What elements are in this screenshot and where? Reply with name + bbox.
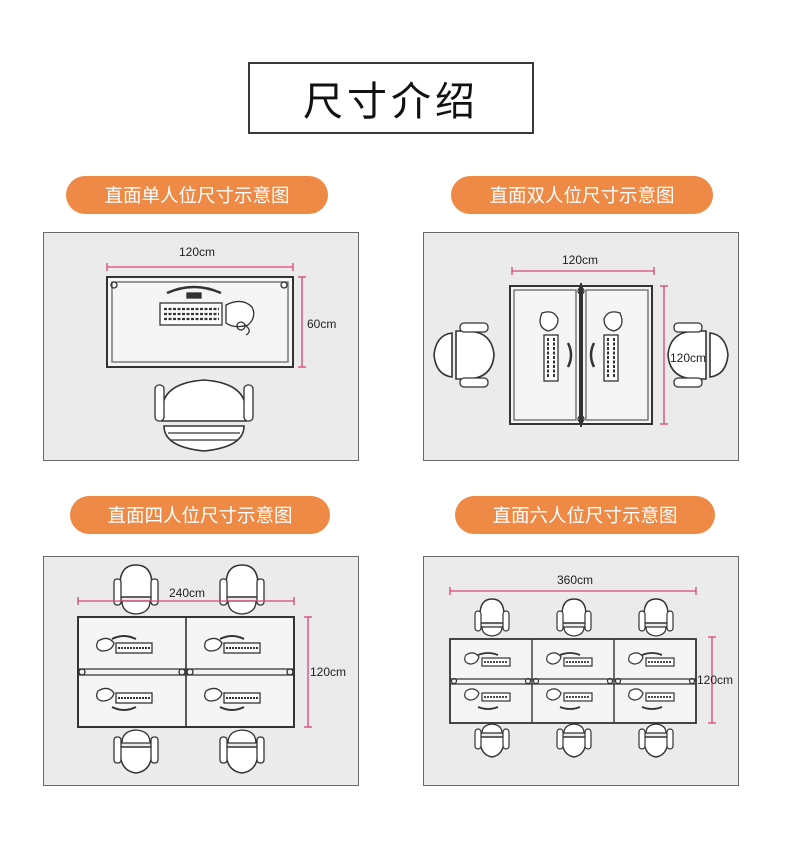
width-dimension-label: 120cm [179, 245, 216, 259]
diagram-double-seat: 120cm 120cm [423, 232, 739, 461]
panel-label-four: 直面四人位尺寸示意图 [70, 496, 330, 534]
six-seat-drawing [449, 587, 716, 758]
chair-left-icon [433, 322, 495, 388]
chair-bottom-1-icon [113, 729, 159, 774]
chair-top-1-icon [113, 564, 159, 615]
panel-label-double: 直面双人位尺寸示意图 [451, 176, 713, 214]
depth-dimension-label: 120cm [670, 351, 707, 365]
diagram-four-seat: 240cm 120cm [43, 556, 359, 786]
diagram-single-seat: 120cm 60cm [43, 232, 359, 461]
depth-dimension-label: 120cm [310, 665, 347, 679]
chair-bottom-2-icon [556, 723, 592, 758]
chair-top-3-icon [638, 598, 674, 637]
width-dimension-label: 240cm [169, 586, 206, 600]
chair-bottom-1-icon [474, 723, 510, 758]
workstation-1 [96, 635, 153, 654]
workstation-left [539, 311, 573, 382]
chair-bottom-2-icon [219, 729, 265, 774]
depth-dimension-label: 60cm [307, 317, 337, 331]
diagram-six-seat: 360cm 120cm [423, 556, 739, 786]
panel-label-single: 直面单人位尺寸示意图 [66, 176, 328, 214]
workstations-top-row [464, 652, 675, 667]
page-title: 尺寸介绍 [248, 62, 534, 134]
width-dimension-label: 120cm [562, 253, 599, 267]
single-seat-drawing [106, 263, 306, 452]
chair-right-icon [667, 322, 729, 388]
four-seat-drawing [77, 564, 312, 774]
workstation-2 [204, 635, 261, 654]
panel-label-six: 直面六人位尺寸示意图 [455, 496, 715, 534]
chair-top-2-icon [556, 598, 592, 637]
chair-top-1-icon [474, 598, 510, 637]
desk-cluster [449, 638, 697, 724]
workstations-bottom-row [464, 688, 675, 710]
workstation-4 [204, 687, 261, 711]
chair-icon [154, 379, 254, 452]
width-dimension-label: 360cm [557, 573, 594, 587]
chair-top-2-icon [219, 564, 265, 615]
mouse-icon [225, 300, 255, 328]
monitor-icon [166, 285, 222, 295]
double-seat-drawing [433, 267, 729, 427]
workstation-3 [96, 687, 153, 711]
workstation-right [589, 311, 623, 382]
depth-dimension-label: 120cm [697, 673, 734, 687]
chair-bottom-3-icon [638, 723, 674, 758]
